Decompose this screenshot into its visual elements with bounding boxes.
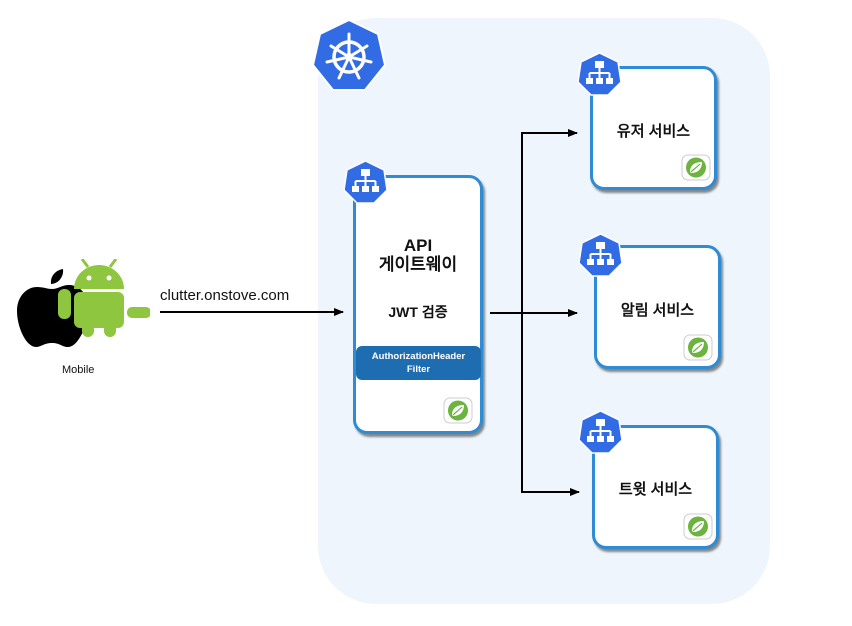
mobile-caption: Mobile — [62, 364, 95, 376]
ingress-icon — [578, 233, 623, 277]
filter-line1: AuthorizationHeader — [371, 351, 466, 362]
spring-icon — [443, 397, 473, 424]
kubernetes-icon — [311, 18, 387, 91]
ingress-icon — [577, 52, 622, 96]
gateway-title: API 게이트웨이 — [353, 236, 483, 274]
android-icon — [58, 259, 150, 337]
notification-service-title: 알림 서비스 — [620, 302, 695, 319]
authorization-filter-badge: AuthorizationHeader Filter — [356, 346, 481, 380]
ingress-icon — [343, 160, 388, 204]
filter-line2: Filter — [406, 364, 431, 375]
gateway-title-line2: 게이트웨이 — [378, 255, 458, 274]
spring-icon — [683, 334, 713, 361]
spring-icon — [681, 154, 711, 181]
api-gateway-box — [353, 175, 483, 434]
ingress-icon — [578, 410, 623, 454]
user-service-title: 유저 서비스 — [616, 123, 691, 140]
jwt-label: JWT 검증 — [388, 304, 448, 320]
tweet-service-title: 트윗 서비스 — [618, 481, 693, 498]
spring-icon — [683, 513, 713, 540]
url-label: clutter.onstove.com — [160, 287, 290, 304]
gateway-title-line1: API — [403, 236, 433, 255]
